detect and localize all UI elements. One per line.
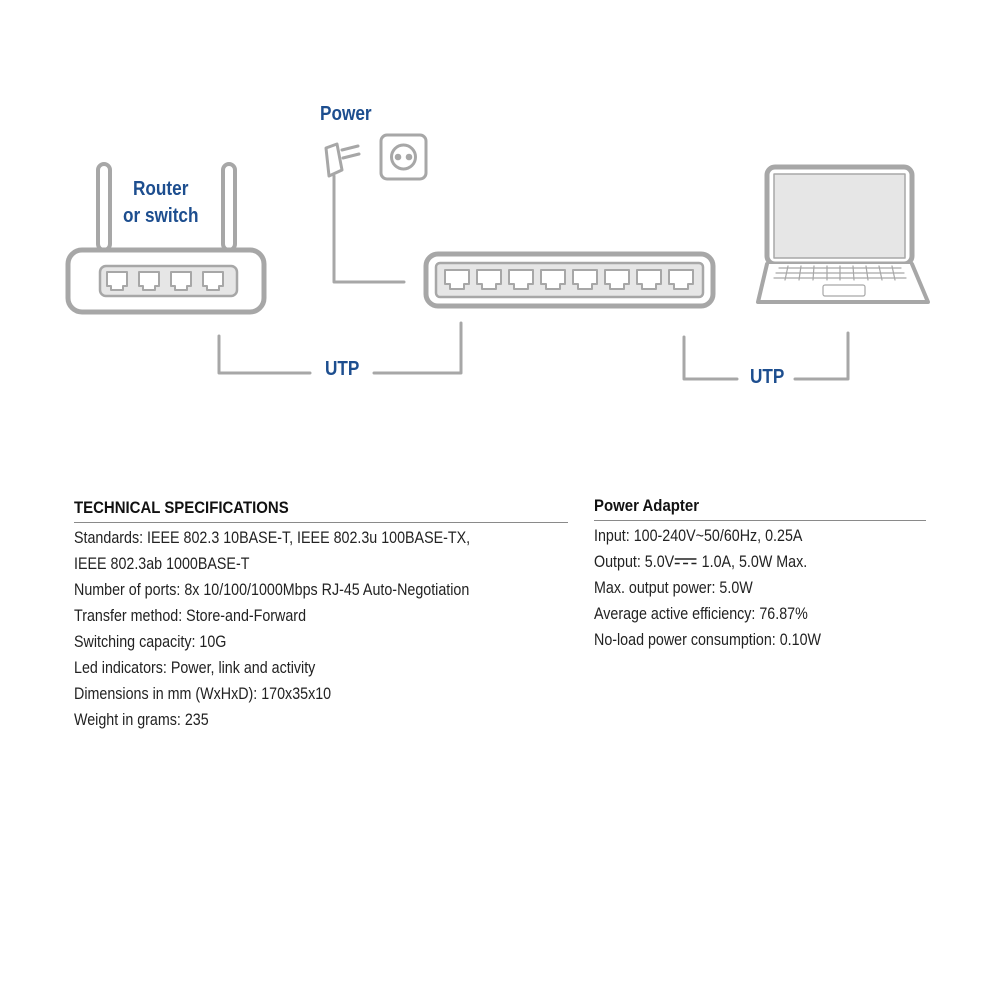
spec-line: Switching capacity: 10G [74, 632, 227, 651]
router-label-line1: Router [133, 176, 189, 203]
rj45-port-icon [106, 271, 224, 291]
power-adapter-line: Max. output power: 5.0W [594, 578, 753, 597]
power-adapter-output: Output: 5.0V 1.0A, 5.0W Max. [594, 549, 873, 575]
spec-line: Standards: IEEE 802.3 10BASE-T, IEEE 802… [74, 528, 471, 547]
spec-line: IEEE 802.3ab 1000BASE-T [74, 554, 250, 573]
network-diagram [65, 133, 930, 381]
power-label: Power [320, 101, 372, 128]
spec-line: Weight in grams: 235 [74, 710, 209, 729]
router-label-line2: or switch [123, 203, 199, 230]
output-prefix: Output: 5.0V [594, 552, 675, 571]
dc-symbol-icon [675, 557, 697, 564]
power-plug-icon [324, 142, 406, 284]
power-adapter-input: Input: 100-240V~50/60Hz, 0.25A [594, 526, 803, 545]
antenna-icon [96, 162, 112, 252]
spec-line: Dimensions in mm (WxHxD): 170x35x10 [74, 684, 332, 703]
output-suffix: 1.0A, 5.0W Max. [697, 552, 808, 571]
wall-socket-icon [379, 133, 428, 181]
power-adapter-line: No-load power consumption: 0.10W [594, 630, 822, 649]
utp-label-right: UTP [750, 366, 785, 388]
rj45-port-icon [444, 269, 694, 290]
spec-line: Transfer method: Store-and-Forward [74, 606, 307, 625]
spec-line: Led indicators: Power, link and activity [74, 658, 316, 677]
utp-label-left: UTP [325, 358, 360, 380]
spec-title: TECHNICAL SPECIFICATIONS [74, 498, 289, 517]
antenna-icon [221, 162, 237, 252]
utp-cable-left [217, 321, 463, 375]
power-adapter-specifications: Power Adapter Input: 100-240V~50/60Hz, 0… [594, 496, 926, 653]
technical-specifications: TECHNICAL SPECIFICATIONS Standards: IEEE… [74, 498, 568, 733]
spec-line: Number of ports: 8x 10/100/1000Mbps RJ-4… [74, 580, 470, 599]
utp-cable-right [682, 331, 850, 381]
router-icon [65, 247, 267, 315]
power-adapter-divider [594, 520, 926, 521]
spec-divider [74, 522, 568, 523]
power-adapter-line: Average active efficiency: 76.87% [594, 604, 808, 623]
power-adapter-title: Power Adapter [594, 496, 700, 515]
laptop-icon [756, 164, 930, 304]
network-switch-icon [423, 251, 716, 309]
